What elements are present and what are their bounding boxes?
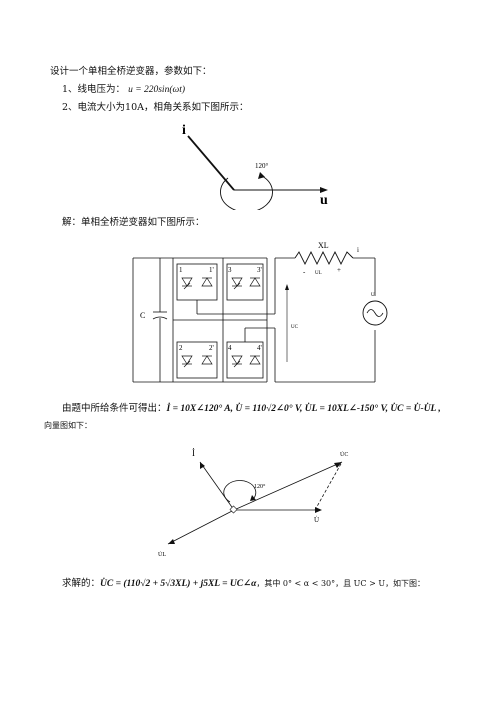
intro-text: 设计一个单相全桥逆变器，参数如下： [50,66,212,77]
i-vector-line [187,135,235,191]
uc-arrowhead [285,284,289,290]
phasor-uc-label: U̇C [340,451,348,458]
u-source-label: U [371,293,375,298]
angle-arc-arrowhead [258,172,265,179]
i-current-label: i [357,246,359,254]
u-arrowhead [320,187,328,193]
given-prefix: 由题中所给条件可得出： [62,403,167,414]
phasor-i-label: İ [192,448,195,458]
dc-rails [132,257,376,383]
uc-label: UC [291,325,299,330]
switch-devices [181,277,261,368]
label-4: 4 [228,344,232,352]
label-1: 1 [179,266,183,274]
c-label: C [140,311,145,320]
phasor-diagram: İ U̇C U̇ U̇L 120° [158,448,348,558]
result-suffix: ，如下图： [385,579,426,588]
result-condition-1: ，其中 0° < α < 30° [256,579,336,588]
ac-sine-icon [366,309,384,317]
phasor-u-label: U̇ [314,516,319,524]
solution-text: 解：单相全桥逆变器如下图所示： [62,217,205,228]
phasor-ul-label: U̇L [158,551,166,558]
origin-marker [229,505,238,514]
phasor-lines [167,461,343,545]
minus-sign: - [303,268,306,276]
given-line: 由题中所给条件可得出：İ = 10X∠120° A, U̇ = 110√2∠0°… [62,403,441,415]
voltage-formula: u = 220sin(ωt) [128,85,185,95]
inductor-symbol [294,250,354,266]
label-2p: 2' [209,344,214,352]
phasor-angle-label: 120° [254,483,266,490]
u-label: u [320,193,328,208]
label-1p: 1' [209,266,214,274]
label-3p: 3' [257,266,262,274]
result-equation: U̇C = (110√2 + 5√3XL) + j5XL = UC∠α [100,579,257,589]
result-condition-2: ，且 UC > U [335,579,386,588]
i-label: i [182,123,186,138]
ul-label: UL [315,271,322,276]
given-equation: İ = 10X∠120° A, U̇ = 110√2∠0° V, U̇L = 1… [166,404,441,414]
inverter-circuit: XL i - UL + UC U C 1 1' 3 3' 2 2' 4 4' [132,241,388,383]
label-2: 2 [179,344,183,352]
param2-text: 2、电流大小为10A，相角关系如下图所示： [62,102,249,113]
result-line: 求解的：U̇C = (110√2 + 5√3XL) + j5XL = UC∠α，… [62,578,425,590]
param1-line: 1、线电压为： u = 220sin(ωt) [62,84,185,96]
label-4p: 4' [257,344,262,352]
given-next: 向量图如下： [44,421,92,430]
phase-angle-figure: i u 120° [182,123,328,210]
result-prefix: 求解的： [62,578,101,589]
label-3: 3 [228,266,232,274]
plus-sign: + [337,266,341,274]
xl-label: XL [318,241,329,250]
param1-label: 1、线电压为： [62,84,126,95]
angle-label: 120° [255,162,269,170]
phasor-arrowheads [168,462,342,544]
angle-arc [220,175,273,210]
